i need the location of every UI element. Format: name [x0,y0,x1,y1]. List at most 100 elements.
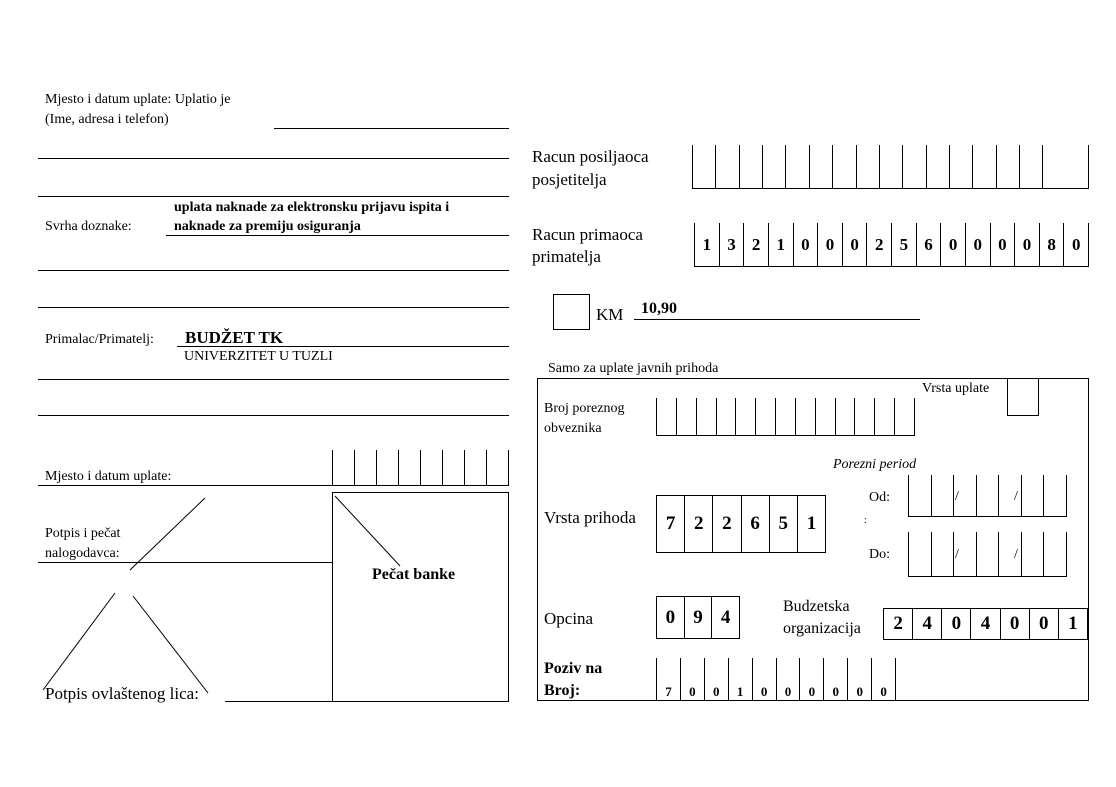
municipality-digit[interactable]: 0 [665,606,676,628]
budget-org-digit[interactable]: 0 [941,609,970,639]
receiver-account-digit[interactable]: 5 [891,223,916,266]
account-cell[interactable] [948,145,972,188]
budget-org-digit[interactable]: 0 [999,609,1029,639]
place-date-cells[interactable] [332,450,509,486]
period-cell[interactable] [908,475,932,516]
reference-digit[interactable]: 0 [753,658,777,701]
receiver-account-digit[interactable]: 2 [866,223,891,266]
period-cell[interactable] [954,532,977,576]
reference-digit[interactable]: 0 [872,658,897,701]
amount-line[interactable] [634,319,920,320]
tax-id-cell[interactable] [776,398,796,435]
account-cell[interactable] [902,145,925,188]
payer-address-line[interactable] [38,158,509,159]
receiver-account-digit[interactable]: 3 [718,223,744,266]
date-cell[interactable] [355,450,377,485]
tax-id-cell[interactable] [836,398,856,435]
revenue-type-digit[interactable]: 7 [665,513,676,534]
date-cell[interactable] [377,450,399,485]
account-cell[interactable] [1019,145,1042,188]
authorized-signature-line[interactable] [225,701,333,702]
period-cell[interactable] [1044,532,1068,576]
recipient-line-3[interactable] [38,415,509,416]
reference-digit[interactable]: 0 [777,658,801,701]
sender-account-cells[interactable] [692,145,1089,189]
reference-digit[interactable]: 0 [800,658,825,701]
receiver-account-digit[interactable]: 0 [1063,223,1088,266]
purpose-line[interactable] [166,235,509,236]
receiver-account-digit[interactable]: 0 [989,223,1015,266]
recipient-line[interactable] [177,346,509,347]
budget-org-digit[interactable]: 4 [912,609,941,639]
tax-id-cell[interactable] [697,398,717,435]
period-cell[interactable] [977,475,1000,516]
period-from-cells[interactable] [908,475,1068,517]
tax-id-cell[interactable] [875,398,896,435]
account-cell[interactable] [995,145,1019,188]
account-cell[interactable] [972,145,995,188]
receiver-account-digit[interactable]: 0 [817,223,842,266]
date-cell[interactable] [332,450,355,485]
date-cell[interactable] [421,450,443,485]
account-cell[interactable] [808,145,832,188]
account-cell[interactable] [855,145,879,188]
receiver-account-digit[interactable]: 2 [743,223,768,266]
place-date-line[interactable] [38,485,509,486]
currency-checkbox[interactable] [553,294,590,330]
revenue-type-digit[interactable]: 5 [768,496,797,552]
account-cell[interactable] [738,145,762,188]
reference-digit[interactable]: 0 [848,658,873,701]
budget-org-digit[interactable]: 1 [1057,609,1087,639]
purpose-line-3[interactable] [38,307,509,308]
payer-name-line[interactable] [274,128,509,129]
recipient-line-2[interactable] [38,379,509,380]
receiver-account-digit[interactable]: 8 [1038,223,1064,266]
period-cell[interactable] [999,532,1022,576]
period-cell[interactable] [1022,475,1045,516]
receiver-account-digit[interactable]: 0 [964,223,990,266]
receiver-account-digit[interactable]: 0 [1014,223,1039,266]
period-cell[interactable] [908,532,932,576]
reference-digit[interactable]: 0 [681,658,705,701]
account-cell[interactable] [693,145,715,188]
period-cell[interactable] [977,532,1000,576]
account-cell[interactable] [785,145,808,188]
period-to-cells[interactable] [908,532,1068,577]
municipality-digit[interactable]: 9 [683,597,712,638]
period-cell[interactable] [999,475,1022,516]
tax-id-cell[interactable] [796,398,816,435]
budget-org-digit[interactable]: 0 [1028,609,1058,639]
date-cell[interactable] [443,450,465,485]
period-cell[interactable] [932,475,955,516]
payment-type-cell[interactable] [1007,378,1039,416]
account-cell[interactable] [715,145,738,188]
account-cell[interactable] [832,145,855,188]
payer-phone-line[interactable] [38,196,509,197]
date-cell[interactable] [399,450,421,485]
reference-digit[interactable]: 0 [705,658,729,701]
tax-id-cell[interactable] [756,398,777,435]
tax-id-cell[interactable] [816,398,836,435]
tax-id-cell[interactable] [855,398,876,435]
receiver-account-digit[interactable]: 6 [915,223,941,266]
reference-digit[interactable]: 7 [656,658,681,701]
reference-digit[interactable]: 0 [824,658,849,701]
period-cell[interactable] [1022,532,1045,576]
date-cell[interactable] [487,450,509,485]
tax-id-cell[interactable] [656,398,677,435]
budget-org-digit[interactable]: 2 [893,613,903,634]
tax-id-cell[interactable] [895,398,915,435]
purpose-line-2[interactable] [38,270,509,271]
date-cell[interactable] [465,450,487,485]
tax-id-cells[interactable] [656,398,915,436]
tax-id-cell[interactable] [717,398,737,435]
account-cell[interactable] [1042,145,1088,188]
reference-digit[interactable]: 1 [729,658,753,701]
period-cell[interactable] [1044,475,1068,516]
account-cell[interactable] [925,145,949,188]
budget-org-digit[interactable]: 4 [970,609,999,639]
